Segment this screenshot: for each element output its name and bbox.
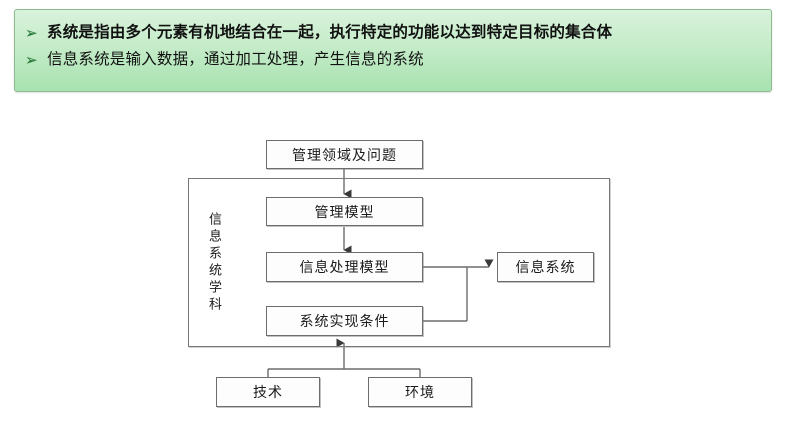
banner-bullet-text-2: 信息系统是输入数据，通过加工处理，产生信息的系统 — [47, 50, 424, 68]
definition-banner: ➢ 系统是指由多个元素有机地结合在一起，执行特定的功能以达到特定目标的集合体 ➢… — [14, 9, 772, 92]
node-management-model[interactable]: 管理模型 — [266, 197, 423, 226]
container-vertical-label: 信息系统学科 — [206, 212, 221, 314]
node-technology[interactable]: 技术 — [216, 377, 320, 407]
node-management-domain-and-problems[interactable]: 管理领域及问题 — [266, 140, 423, 169]
arrow-bullet-icon: ➢ — [25, 51, 38, 69]
node-system-realization-conditions[interactable]: 系统实现条件 — [266, 306, 423, 336]
node-information-system[interactable]: 信息系统 — [497, 252, 594, 282]
information-system-discipline-container — [188, 178, 610, 347]
banner-bullet-text-1: 系统是指由多个元素有机地结合在一起，执行特定的功能以达到特定目标的集合体 — [47, 23, 613, 41]
node-information-processing-model[interactable]: 信息处理模型 — [266, 252, 423, 282]
node-environment[interactable]: 环境 — [368, 377, 472, 407]
arrow-bullet-icon: ➢ — [25, 24, 38, 42]
banner-bullet-row-1: ➢ 系统是指由多个元素有机地结合在一起，执行特定的功能以达到特定目标的集合体 — [25, 23, 761, 41]
banner-bullet-row-2: ➢ 信息系统是输入数据，通过加工处理，产生信息的系统 — [25, 50, 761, 68]
